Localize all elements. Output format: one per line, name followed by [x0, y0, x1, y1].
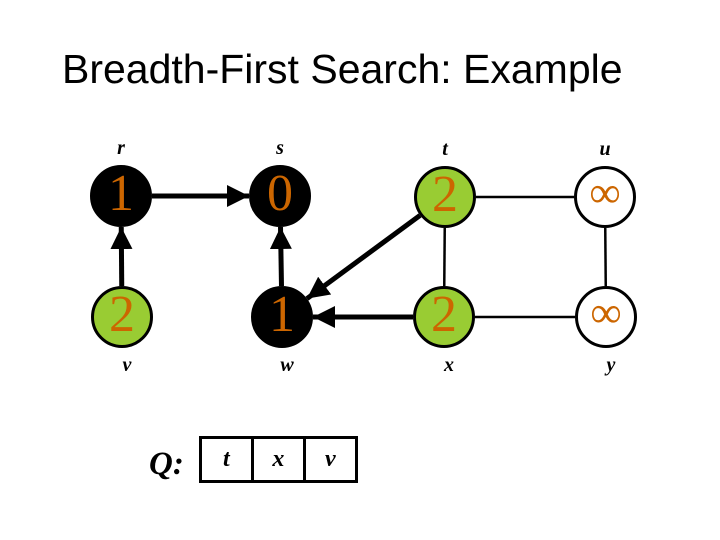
node-v: 2	[91, 286, 153, 348]
node-label-r: r	[117, 137, 125, 159]
node-x: 2	[413, 286, 475, 348]
node-r: 1	[90, 165, 152, 227]
node-distance-s: 0	[267, 165, 293, 222]
node-label-w: w	[280, 354, 294, 376]
queue-label: Q:	[149, 446, 184, 482]
node-distance-w: 1	[269, 286, 295, 343]
tree-edge-t-w	[305, 213, 422, 301]
node-label-s: s	[276, 137, 284, 159]
node-label-t: t	[442, 138, 448, 160]
node-distance-y: ∞	[590, 288, 622, 337]
node-label-x: x	[444, 354, 454, 376]
node-label-v: v	[122, 354, 132, 376]
node-t: 2	[414, 166, 476, 228]
node-distance-x: 2	[431, 286, 457, 343]
queue-cell-0: t	[198, 436, 254, 483]
node-label-y: y	[606, 354, 616, 376]
node-u: ∞	[574, 166, 636, 228]
tree-edge-w-s	[269, 226, 292, 287]
node-distance-r: 1	[108, 165, 134, 222]
slide-title: Breadth-First Search: Example	[62, 46, 623, 92]
queue-cell-2: v	[302, 436, 358, 483]
node-y: ∞	[575, 286, 637, 348]
node-w: 1	[251, 286, 313, 348]
node-distance-u: ∞	[589, 168, 621, 217]
node-distance-t: 2	[432, 166, 458, 223]
queue-cell-1: x	[250, 436, 306, 483]
node-distance-v: 2	[109, 286, 135, 343]
node-label-u: u	[599, 138, 611, 160]
node-s: 0	[249, 165, 311, 227]
